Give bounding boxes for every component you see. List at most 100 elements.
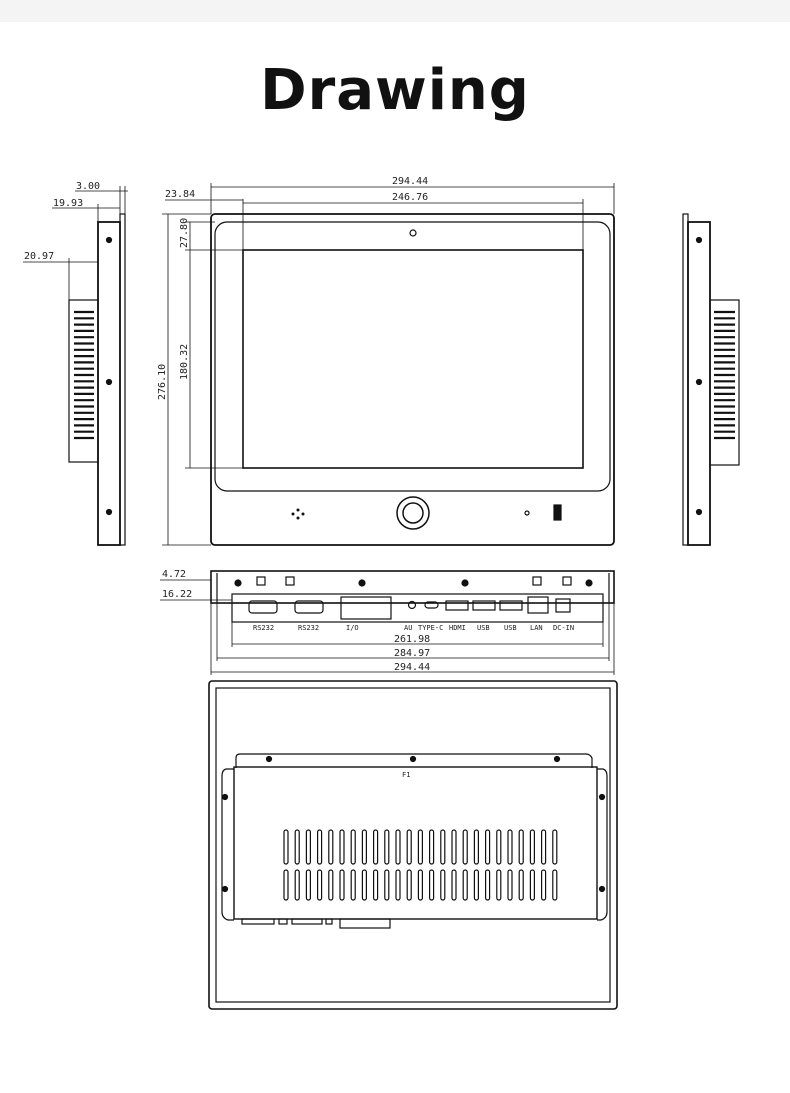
left-side-fins (74, 310, 94, 440)
screen (242, 249, 584, 469)
vent-slot (429, 869, 435, 901)
dim-box-width: 284.97 (394, 648, 430, 659)
camera-icon (409, 229, 417, 237)
port-label: HDMI (449, 624, 466, 632)
vent-slot (373, 869, 379, 901)
vent-slot (283, 829, 289, 865)
page-title: Drawing (260, 58, 530, 123)
vent-slot (552, 829, 558, 865)
top-bar (0, 0, 790, 22)
vent-slot (529, 869, 536, 901)
vent-slot (406, 829, 412, 865)
vent-slot (361, 829, 367, 865)
port-label: RS232 (298, 624, 319, 632)
port-label: TYPE-C (418, 624, 443, 632)
dim-side-depth: 19.93 (53, 198, 83, 209)
vent-slot (339, 829, 345, 865)
hdmi-port (445, 600, 469, 611)
vent-slot (485, 829, 491, 865)
dim-side-box: 20.97 (24, 251, 54, 262)
back-view: F1 (208, 680, 618, 1010)
lan-port (527, 596, 549, 614)
vent-slot (540, 869, 547, 901)
vent-slot (384, 829, 390, 865)
back-inner-frame (215, 687, 611, 1003)
vent-slot (373, 829, 379, 865)
bottom-view: RS232 RS232 I/O AU TYPE-C HDMI USB USB L… (160, 569, 615, 675)
vent-slot (451, 829, 457, 865)
dim-side-thickness: 3.00 (76, 181, 100, 192)
dcin-port (555, 598, 571, 613)
port-label: USB (504, 624, 517, 632)
port-label: USB (477, 624, 490, 632)
vent-slot (473, 829, 479, 865)
rs232-port-1 (248, 600, 278, 614)
back-box (233, 766, 598, 920)
dim-port-span: 261.98 (394, 634, 430, 645)
vent-slot (496, 829, 502, 865)
vent-slot (518, 829, 524, 865)
vent-slot (451, 869, 457, 901)
power-button-icon (402, 502, 424, 524)
port-label: I/O (346, 624, 359, 632)
right-side-fins (714, 310, 735, 440)
vent-slot (417, 829, 423, 865)
usb-port-1 (472, 600, 496, 611)
vent-slot (417, 869, 423, 901)
vent-slot (440, 829, 446, 865)
power-button-outer (396, 496, 430, 530)
vent-slot (473, 869, 479, 901)
bottom-frame (210, 570, 615, 604)
back-left-flange (221, 768, 234, 921)
vent-slot (361, 869, 367, 901)
audio-port (407, 600, 417, 610)
vent-slot (540, 829, 547, 865)
io-port (340, 596, 392, 620)
dim-overall-width: 294.44 (392, 176, 428, 187)
vent-slot (339, 869, 345, 901)
left-side-view: 3.00 19.93 20.97 (23, 181, 128, 546)
back-outer-frame (208, 680, 618, 1010)
vent-slot (552, 869, 558, 901)
dim-bezel-top: 27.80 (179, 218, 190, 248)
vent-slot (496, 869, 502, 901)
vent-slot (350, 869, 356, 901)
dim-bottom-offset-2: 16.22 (162, 589, 192, 600)
vent-slot (305, 829, 311, 865)
front-dimension-lines (162, 183, 615, 546)
vent-slot (485, 869, 491, 901)
vent-slot (529, 829, 536, 865)
dim-bezel-side: 23.84 (165, 189, 195, 200)
dim-bottom-overall-width: 294.44 (394, 662, 430, 673)
vent-slot (462, 869, 468, 901)
speaker-icon (291, 508, 305, 520)
left-side-front (119, 213, 126, 546)
vent-slot (395, 869, 401, 901)
back-right-flange (597, 768, 608, 921)
vent-slot (294, 869, 300, 901)
vent-slot (317, 869, 323, 901)
port-label: RS232 (253, 624, 274, 632)
vent-slot (429, 829, 435, 865)
vent-slot (518, 869, 524, 901)
dim-overall-height: 276.10 (157, 364, 168, 400)
typec-port (424, 601, 439, 609)
vent-slot (328, 869, 334, 901)
port-label: AU (404, 624, 412, 632)
vent-slot (328, 829, 334, 865)
right-side-front (682, 213, 689, 546)
vent-slot (384, 869, 390, 901)
vent-slot (317, 829, 323, 865)
right-side-view (682, 213, 740, 546)
back-label: F1 (402, 771, 410, 779)
vent-slot (507, 869, 513, 901)
vent-slot (462, 829, 468, 865)
dim-screen-height: 180.32 (179, 344, 190, 380)
back-top-flange (235, 753, 593, 768)
front-bezel (214, 221, 611, 492)
usb-port-2 (499, 600, 523, 611)
vent-slot (395, 829, 401, 865)
vent-slot (440, 869, 446, 901)
vent-slot (305, 869, 311, 901)
